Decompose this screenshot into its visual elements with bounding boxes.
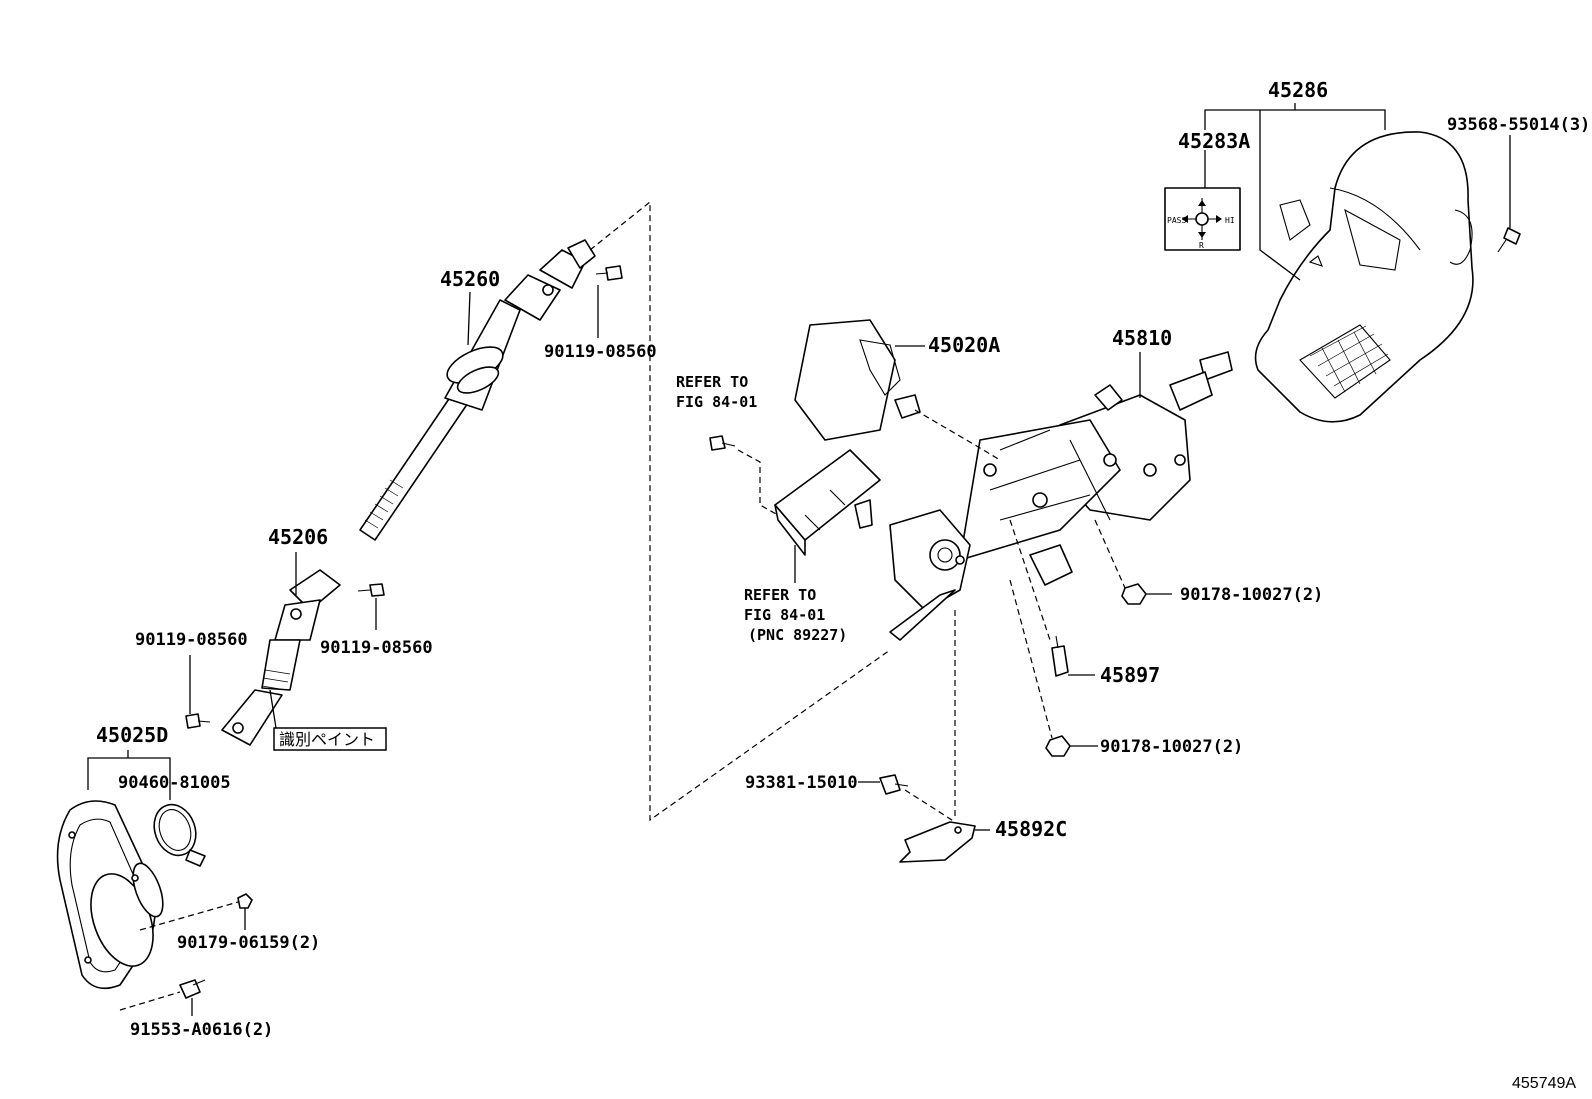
- nut-part-90179-06159[interactable]: [139, 893, 253, 931]
- clamp-part-90460-81005[interactable]: [147, 799, 206, 867]
- nut-part-90178-10027-lower[interactable]: [1045, 735, 1098, 757]
- label-45892C: 45892C: [995, 817, 1067, 841]
- paint-note-text: 識別ペイント: [279, 730, 375, 749]
- bolt-part-90119-08560-mid[interactable]: [357, 583, 385, 630]
- bolt-refer-fig-84-01[interactable]: [709, 435, 736, 451]
- refer-note-2-line1: REFER TO: [744, 586, 816, 604]
- label-45025D: 45025D: [96, 723, 168, 747]
- label-45206: 45206: [268, 525, 328, 549]
- label-45897: 45897: [1100, 663, 1160, 687]
- bolt-part-90119-08560-top[interactable]: [595, 265, 623, 338]
- bolt-part-91553-A0616[interactable]: [119, 979, 206, 1016]
- bracket-45286: [1204, 103, 1386, 281]
- bolt-part-90119-08560-left[interactable]: [185, 655, 211, 729]
- intermediate-shaft-part-45260[interactable]: [359, 239, 596, 541]
- bracket-45025D: [87, 750, 171, 800]
- column-hole-cover-part-45025D[interactable]: [56, 800, 169, 990]
- label-93381-15010: 93381-15010: [745, 773, 858, 793]
- label-45020A: 45020A: [928, 333, 1000, 357]
- label-90178-10027-lower: 90178-10027(2): [1100, 737, 1243, 757]
- steering-lock-part-45020A[interactable]: [794, 319, 921, 441]
- figure-id: 455749A: [1512, 1075, 1576, 1092]
- label-90178-10027-upper: 90178-10027(2): [1180, 585, 1323, 605]
- refer-note-2-line3: (PNC 89227): [748, 626, 847, 644]
- indicator-hi-text: HI: [1225, 216, 1235, 225]
- label-45286: 45286: [1268, 78, 1328, 102]
- label-90119-08560-top: 90119-08560: [544, 342, 657, 362]
- label-45260: 45260: [440, 267, 500, 291]
- label-91553-A0616: 91553-A0616(2): [130, 1020, 273, 1040]
- refer-note-1-line1: REFER TO: [676, 373, 748, 391]
- bracket-part-45892C[interactable]: [899, 821, 990, 863]
- ignition-module-refer-pnc-89227[interactable]: [774, 449, 881, 556]
- nut-part-90178-10027-upper[interactable]: [1121, 583, 1172, 605]
- label-90460-81005: 90460-81005: [118, 773, 231, 793]
- label-45810: 45810: [1112, 326, 1172, 350]
- bolt-part-45897[interactable]: [1051, 635, 1095, 677]
- indicator-pass-text: PASS: [1167, 216, 1186, 225]
- refer-note-1-line2: FIG 84-01: [676, 393, 757, 411]
- label-90119-08560-left: 90119-08560: [135, 630, 248, 650]
- column-cover-part-45286[interactable]: [1254, 131, 1474, 423]
- steering-column-part-45810[interactable]: [889, 351, 1233, 641]
- refer-note-2-line2: FIG 84-01: [744, 606, 825, 624]
- screw-part-93568-55014[interactable]: [1497, 135, 1521, 253]
- intermediate-shaft-part-45206[interactable]: [221, 569, 341, 746]
- label-93568-55014: 93568-55014(3): [1447, 115, 1590, 135]
- label-90179-06159: 90179-06159(2): [177, 933, 320, 953]
- indicator-plate-part-45283A[interactable]: PASS HI R: [1164, 187, 1241, 251]
- bolt-part-93381-15010[interactable]: [858, 774, 909, 795]
- label-45283A: 45283A: [1178, 129, 1250, 153]
- identification-paint-note: 識別ペイント: [269, 689, 387, 751]
- indicator-r-text: R: [1199, 241, 1204, 250]
- label-90119-08560-mid: 90119-08560: [320, 638, 433, 658]
